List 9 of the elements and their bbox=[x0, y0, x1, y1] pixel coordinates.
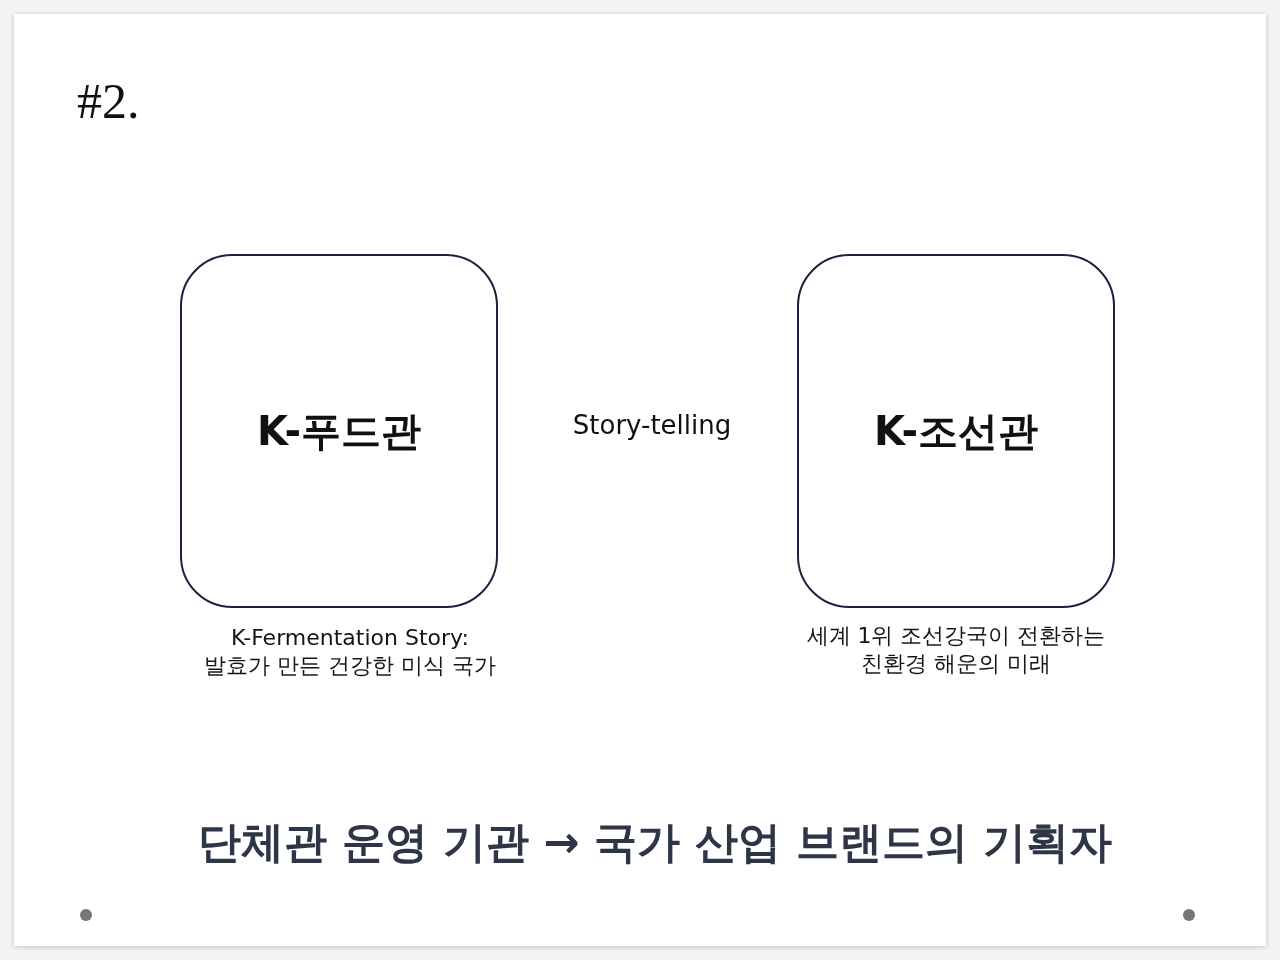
rounded-box bbox=[797, 254, 1115, 608]
rounded-box bbox=[180, 254, 498, 608]
box-caption: 세계 1위 조선강국이 전환하는 친환경 해운의 미래 bbox=[805, 622, 1107, 678]
summary-text: 단체관 운영 기관 → 국가 산업 브랜드의 기획자 bbox=[197, 818, 1113, 868]
box-title: K-조선관 bbox=[873, 409, 1039, 453]
box-title: K-푸드관 bbox=[256, 409, 422, 453]
slide-heading: #2. bbox=[77, 76, 140, 126]
center-label: Story-telling bbox=[572, 411, 732, 441]
box-caption: K-Fermentation Story: 발효가 만든 건강한 미식 국가 bbox=[203, 624, 497, 680]
